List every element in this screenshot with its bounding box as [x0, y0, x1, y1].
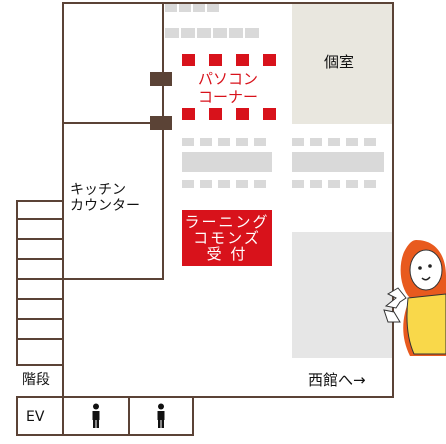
stairs-label: 階段	[22, 372, 50, 388]
lc-line1: ラーニング	[184, 213, 270, 231]
stair-steps	[16, 200, 62, 366]
stairs	[16, 200, 62, 366]
restroom	[128, 396, 194, 436]
desk-row	[182, 180, 266, 188]
kitchen-label: キッチン カウンター	[70, 182, 165, 214]
pc-seats-top	[182, 54, 276, 66]
kitchen-label-line1: キッチン	[70, 182, 126, 198]
west-building-label[interactable]: 西館へ→	[308, 371, 366, 389]
kitchen-room	[62, 122, 164, 280]
desk-row	[292, 138, 376, 146]
private-room-label: 個室	[324, 53, 355, 71]
restroom-icon	[157, 403, 165, 428]
table	[292, 152, 384, 172]
desk-row	[165, 4, 219, 12]
elevator-label: EV	[26, 409, 45, 425]
desk-row	[165, 28, 259, 38]
pc-corner-line1: パソコン	[197, 70, 258, 88]
desk-row	[292, 180, 376, 188]
private-room	[292, 4, 392, 124]
pc-corner-line2: コーナー	[197, 88, 258, 106]
kitchen-room-upper	[62, 2, 164, 124]
wall-block	[150, 72, 172, 86]
learning-commons-reception: ラーニング コモンズ 受 付	[182, 210, 272, 266]
lc-line2: コモンズ	[193, 229, 261, 247]
restroom-icon	[92, 403, 100, 428]
wall-block	[150, 116, 172, 130]
gray-area	[292, 232, 392, 358]
mascot-character	[383, 240, 446, 356]
kitchen-label-line2: カウンター	[70, 198, 140, 214]
table	[182, 152, 272, 172]
lc-line3: 受 付	[206, 245, 248, 263]
desk-row	[182, 138, 266, 146]
pc-seats-bottom	[182, 108, 276, 120]
pc-corner-label: パソコン コーナー	[178, 70, 278, 106]
